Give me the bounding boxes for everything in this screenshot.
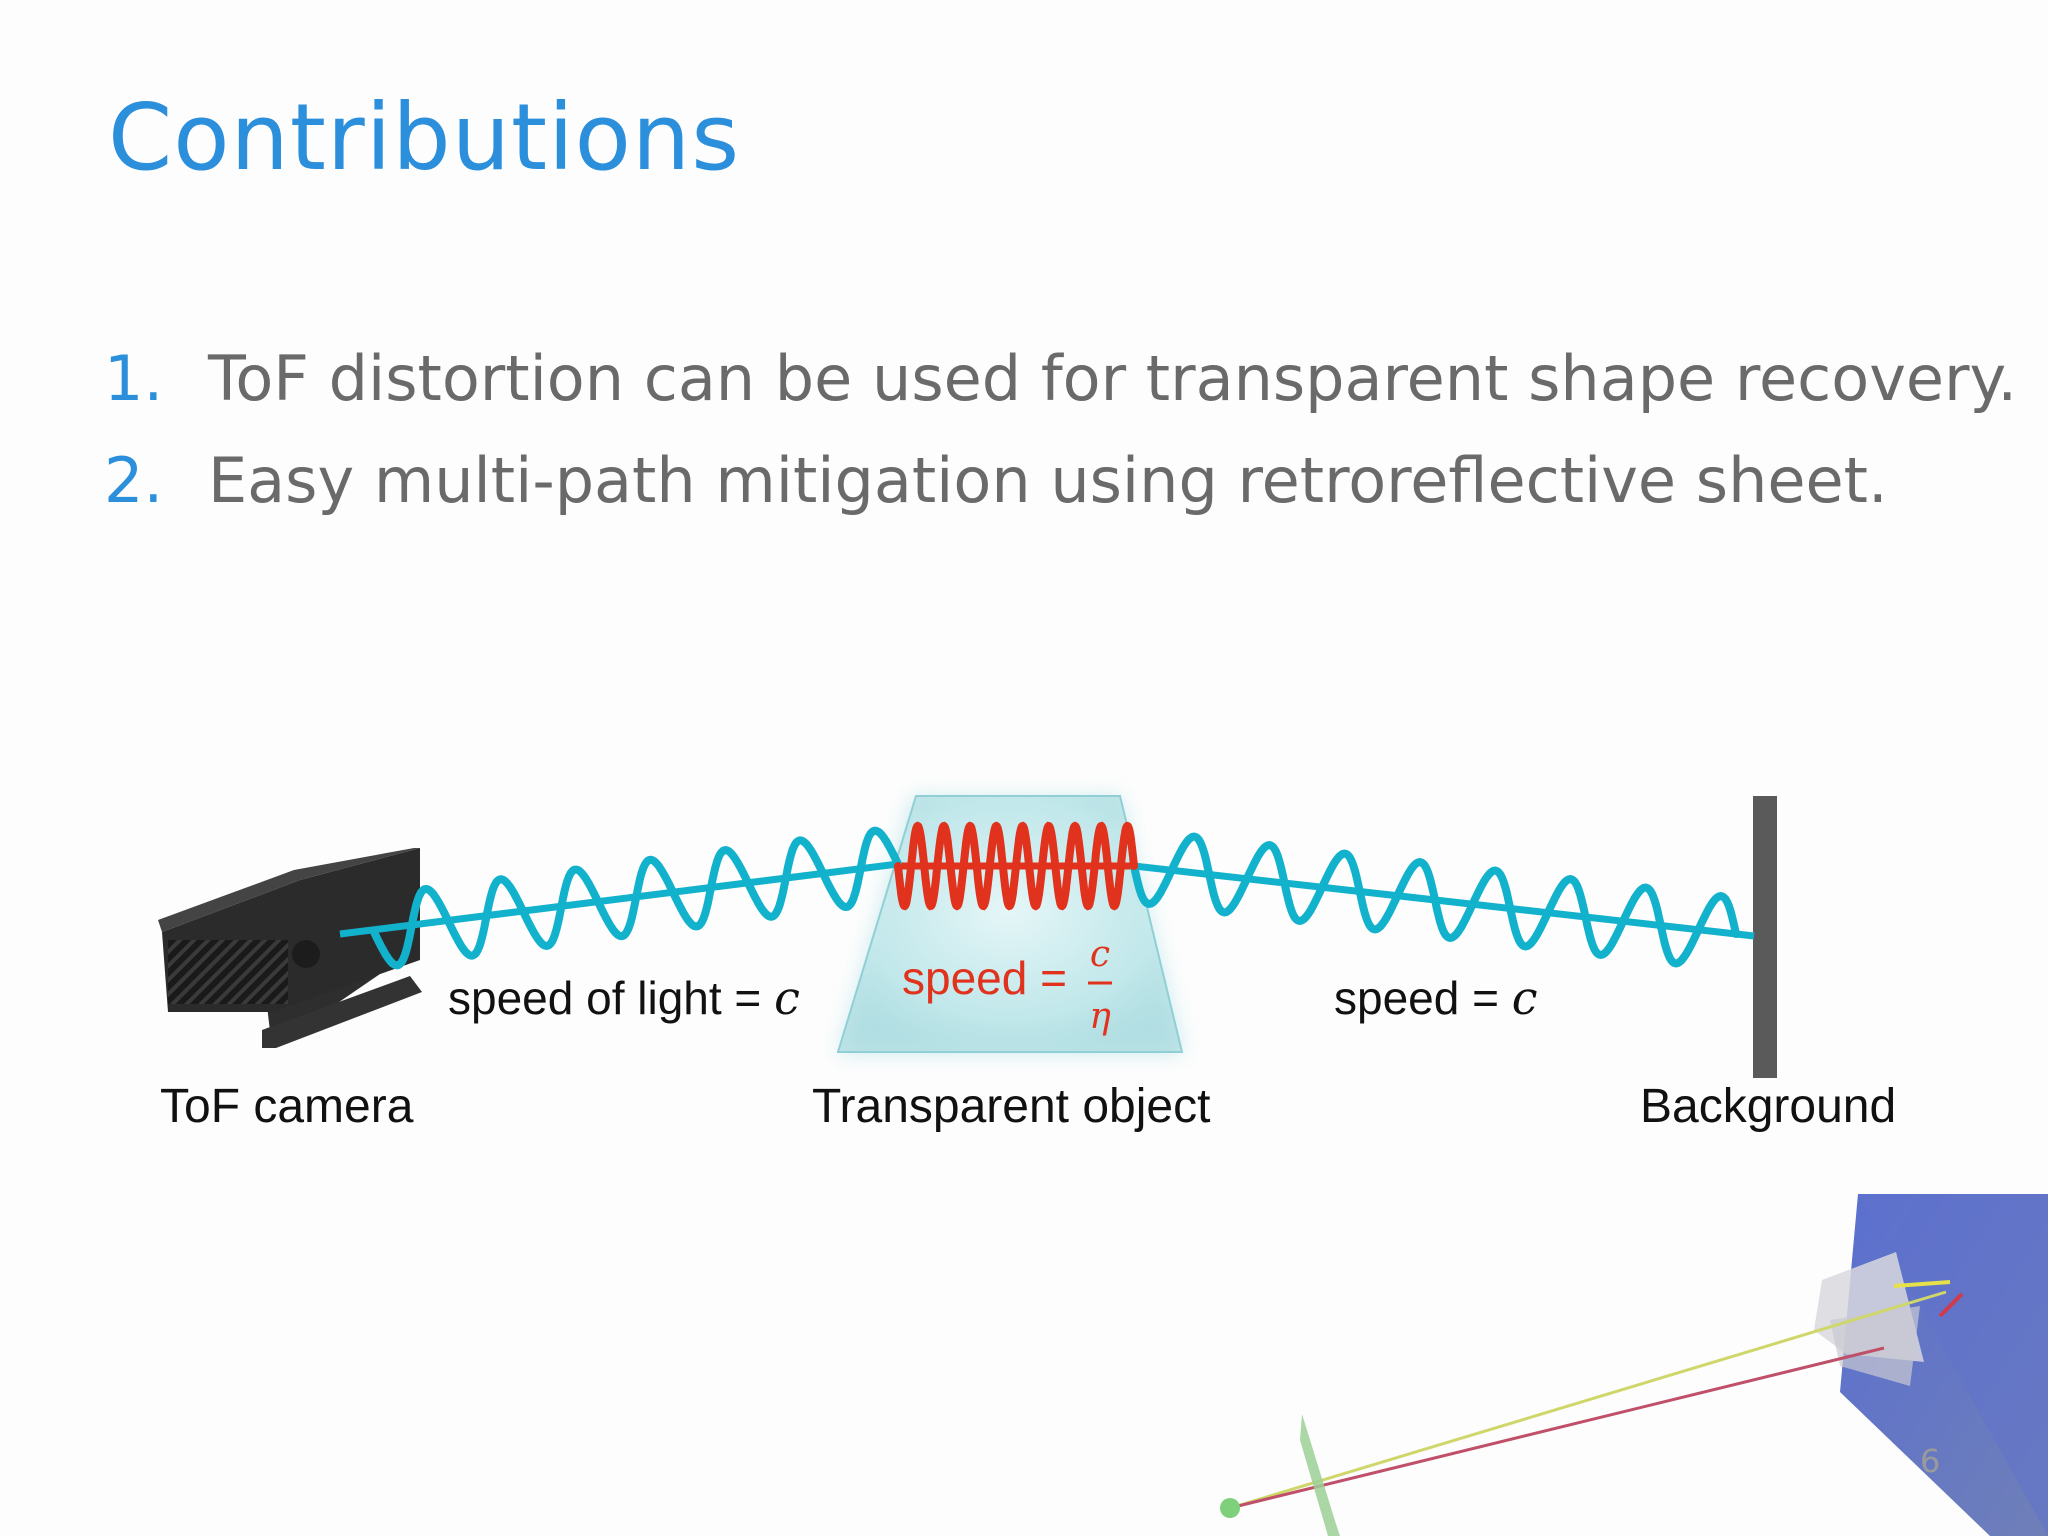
speed-fraction-numerator: c <box>1090 934 1110 975</box>
slide-title: Contributions <box>108 84 741 191</box>
light-wave-in-object <box>894 821 1138 911</box>
label-background: Background <box>1640 1080 1896 1133</box>
speed-label-object: speed = <box>902 952 1067 1004</box>
light-wave-free-left <box>370 826 902 970</box>
item-text: ToF distortion can be used for transpare… <box>208 342 2018 415</box>
contribution-list: 1. ToF distortion can be used for transp… <box>104 340 2017 544</box>
background-wall <box>1753 796 1777 1078</box>
path-line-right <box>1133 862 1755 940</box>
item-number: 2. <box>104 444 164 517</box>
speed-label-free-left: speed of light = c <box>448 971 800 1025</box>
contribution-item-1: 1. ToF distortion can be used for transp… <box>104 340 2017 442</box>
item-text: Easy multi-path mitigation using retrore… <box>208 444 1888 517</box>
item-number: 1. <box>104 342 164 415</box>
speed-fraction-denominator: η <box>1089 996 1111 1037</box>
speed-label-free-right: speed = c <box>1334 971 1538 1025</box>
scene-illustration <box>1220 1194 2048 1536</box>
label-tof-camera: ToF camera <box>160 1080 414 1133</box>
light-wave-free-right <box>1130 832 1740 968</box>
tof-camera-icon <box>158 848 422 1048</box>
label-transparent-object: Transparent object <box>812 1080 1210 1133</box>
contribution-item-2: 2. Easy multi-path mitigation using retr… <box>104 442 2004 544</box>
page-number: 6 <box>1920 1442 1941 1480</box>
path-line-left <box>339 860 899 938</box>
